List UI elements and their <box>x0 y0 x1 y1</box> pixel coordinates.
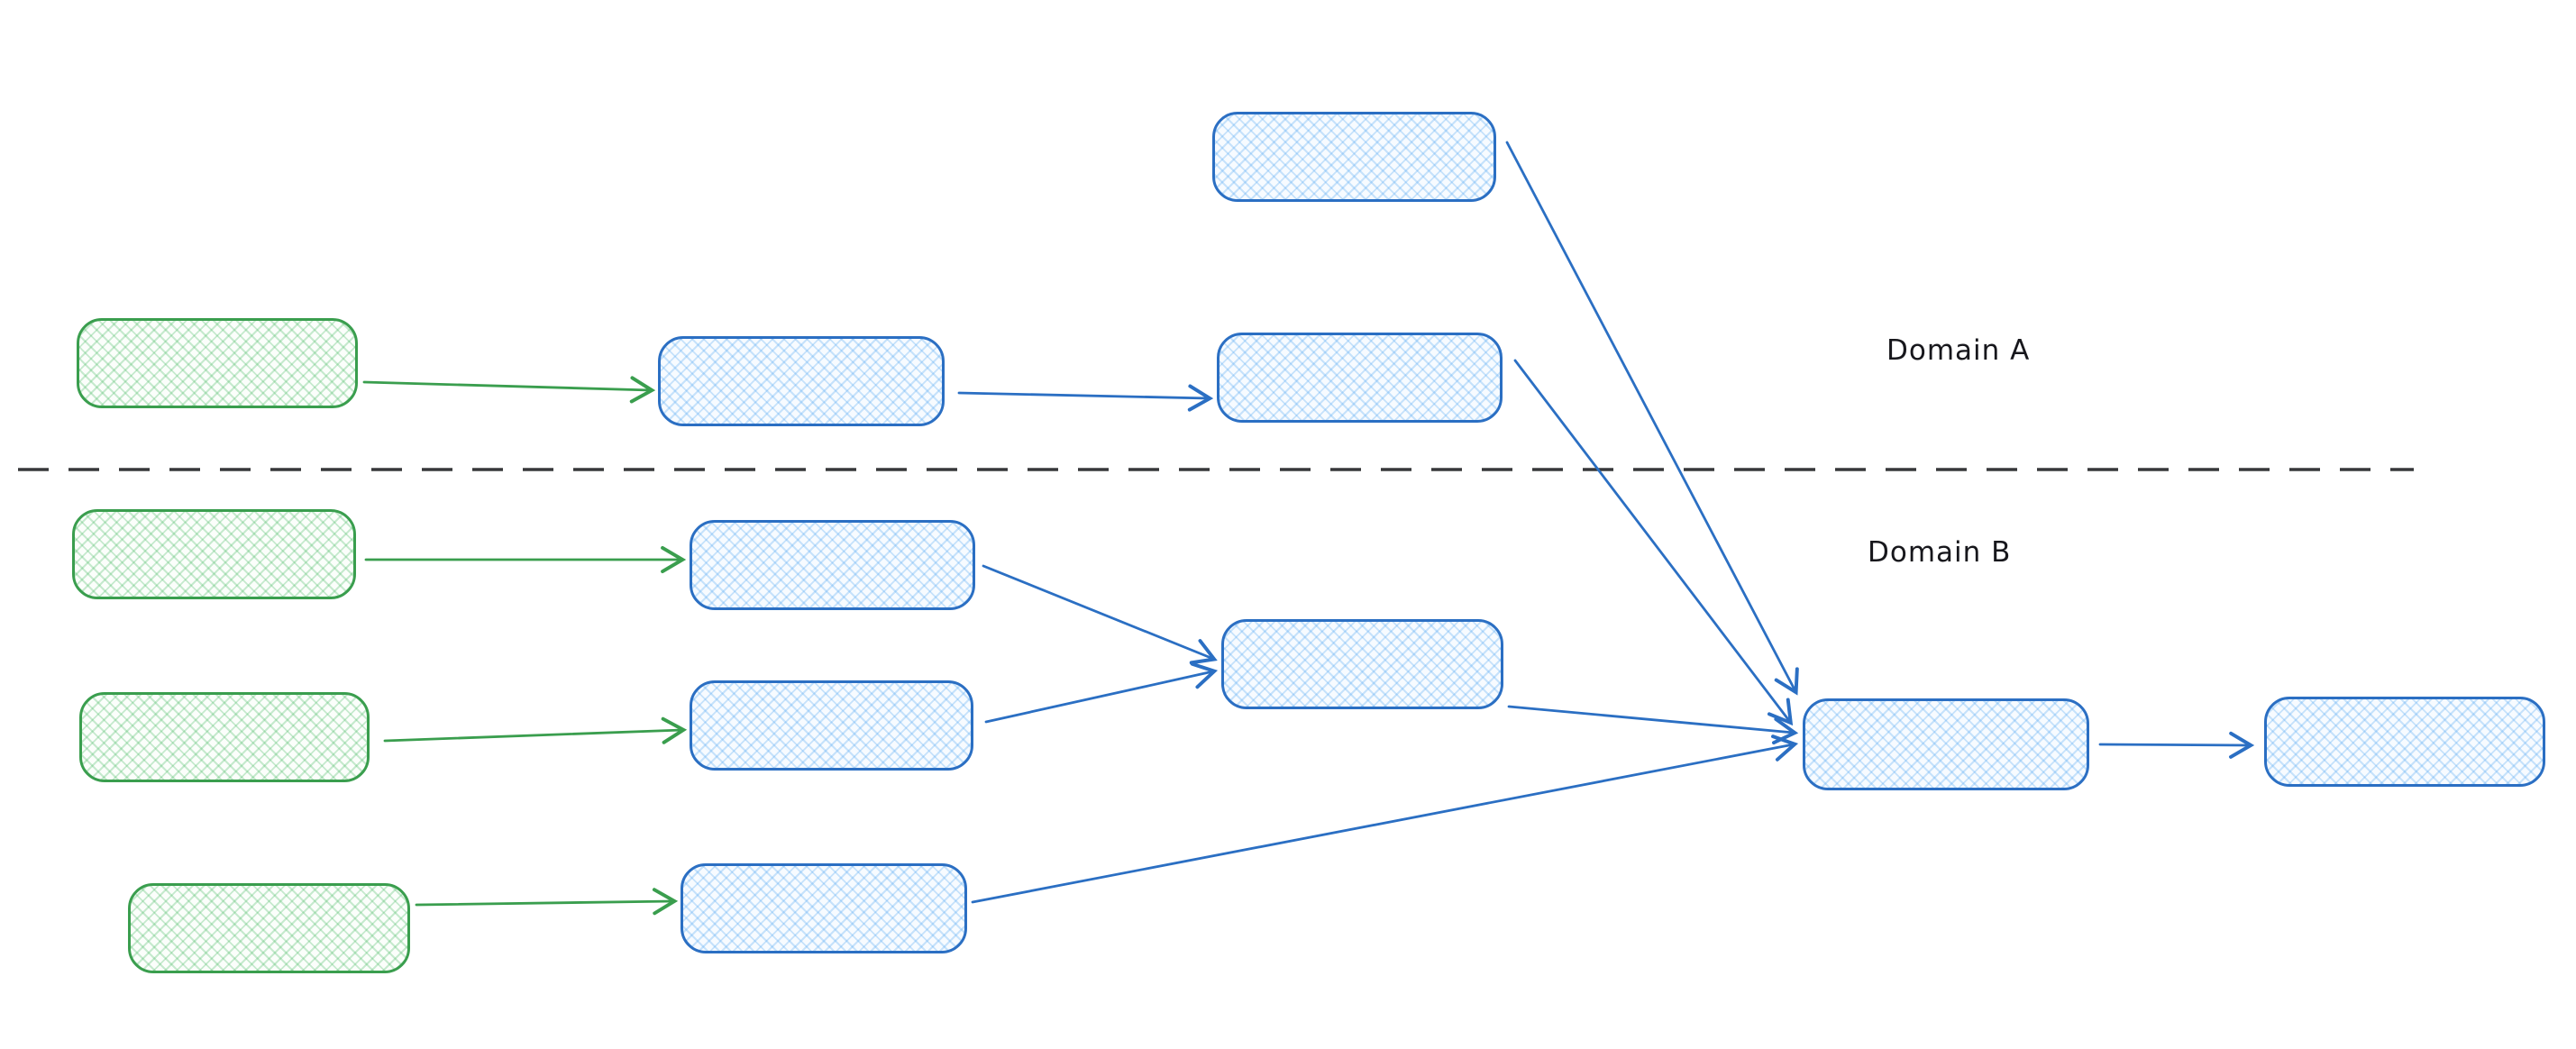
domain-a-label[interactable]: Domain A <box>1886 334 2031 367</box>
node-green-source-b3[interactable] <box>128 883 410 973</box>
node-blue-aggregator[interactable] <box>1803 698 2089 790</box>
domain-b-label[interactable]: Domain B <box>1868 536 2012 569</box>
edge-stageA1-stageA2[interactable] <box>957 384 1214 412</box>
node-blue-stage-b3[interactable] <box>681 863 967 953</box>
node-blue-stage-a-top[interactable] <box>1212 112 1496 202</box>
edge-stageAtop-aggregator[interactable] <box>1505 141 1799 696</box>
node-blue-stage-b1[interactable] <box>690 520 975 610</box>
edge-stageB3-aggregator[interactable] <box>971 734 1799 904</box>
node-green-source-b1[interactable] <box>72 509 356 599</box>
edge-stageA2-aggregator[interactable] <box>1513 359 1794 726</box>
edge-sourceB3-stageB3[interactable] <box>415 888 679 916</box>
edge-stageB2-mergeB[interactable] <box>984 661 1219 724</box>
node-blue-stage-a2[interactable] <box>1217 333 1503 423</box>
node-blue-merge-b[interactable] <box>1221 619 1503 709</box>
node-blue-output[interactable] <box>2264 697 2545 787</box>
node-blue-stage-a1[interactable] <box>658 336 945 426</box>
edge-aggregator-output[interactable] <box>2098 731 2255 759</box>
edge-sourceB2-stageB2[interactable] <box>383 716 688 744</box>
edge-sourceA1-stageA1[interactable] <box>362 376 656 404</box>
edge-mergeB-aggregator[interactable] <box>1507 705 1799 745</box>
edge-stageB1-mergeB[interactable] <box>982 564 1218 665</box>
node-green-source-a1[interactable] <box>77 318 358 408</box>
node-blue-stage-b2[interactable] <box>690 680 973 771</box>
node-green-source-b2[interactable] <box>79 692 370 782</box>
